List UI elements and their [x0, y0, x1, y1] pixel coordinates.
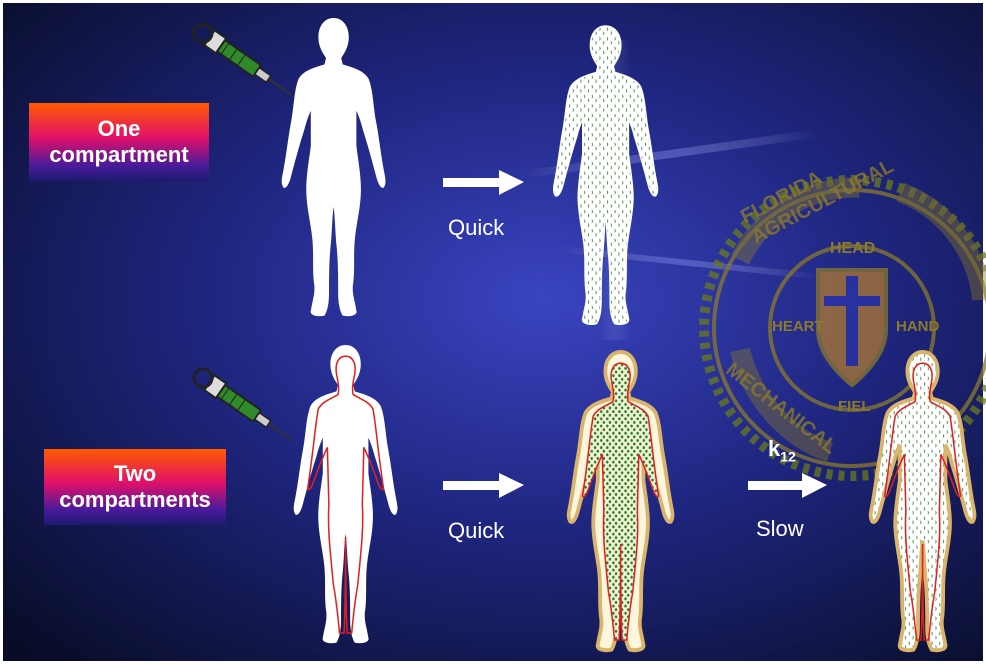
one-compartment-label-line2: compartment: [49, 142, 188, 168]
rate-constant-label: k12: [768, 436, 796, 464]
one-compartment-label: One compartment: [29, 103, 209, 181]
two-compartments-label: Two compartments: [44, 449, 226, 525]
syringe-icon-bottom: [190, 366, 296, 448]
two-compartments-label-line2: compartments: [59, 487, 211, 513]
body-full-two-compartments: [871, 352, 975, 650]
quick-label-bottom: Quick: [448, 518, 504, 544]
body-partial-two-compartments: [569, 352, 673, 650]
slow-label: Slow: [756, 516, 804, 542]
arrow-icon-quick-top: [443, 170, 524, 195]
quick-label-top: Quick: [448, 215, 504, 241]
rate-constant-k: k: [768, 436, 780, 461]
arrow-icon-slow: [748, 473, 827, 498]
two-compartments-label-line1: Two: [114, 461, 156, 487]
body-filled-one-compartment: [554, 26, 658, 324]
one-compartment-label-line1: One: [98, 116, 141, 142]
syringe-icon-top: [190, 21, 296, 103]
arrow-icon-quick-bottom: [443, 473, 524, 498]
body-empty-two-compartments: [294, 345, 398, 643]
rate-constant-subscript: 12: [780, 448, 796, 464]
body-empty-one-compartment: [282, 18, 386, 316]
